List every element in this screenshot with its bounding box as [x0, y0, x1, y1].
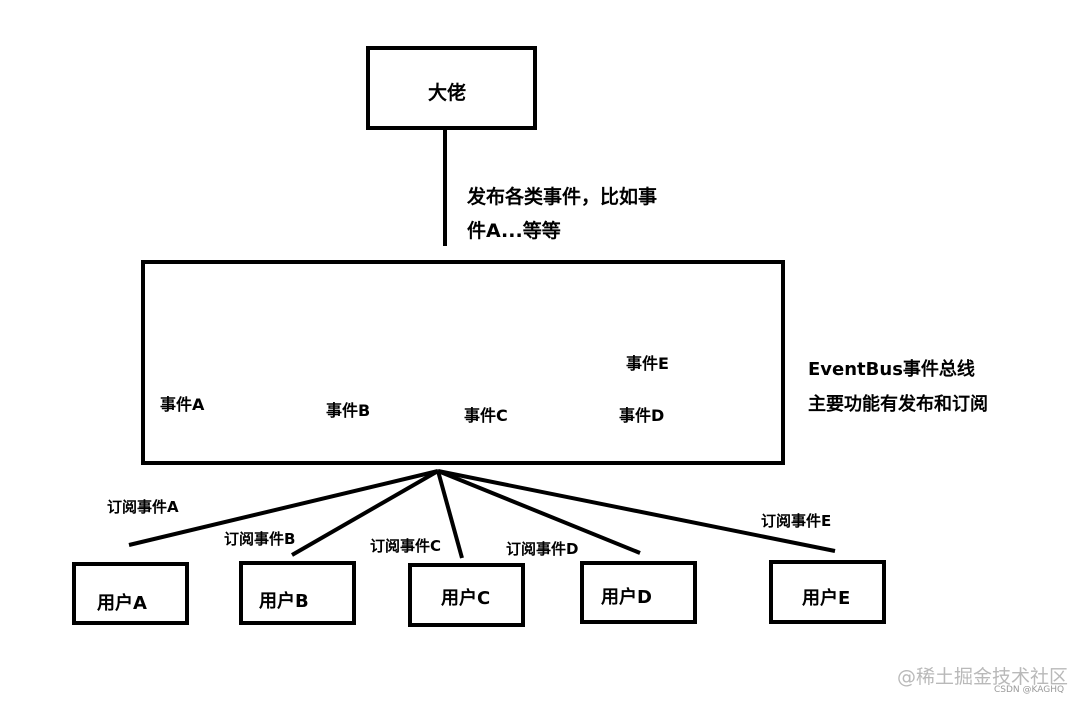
subscription-label-e: 订阅事件E — [761, 512, 832, 530]
user-label-b: 用户B — [259, 591, 309, 612]
subscribe-line-c — [436, 470, 464, 559]
subscription-label-d: 订阅事件D — [506, 540, 579, 558]
bus-note-line2: 主要功能有发布和订阅 — [808, 394, 988, 415]
user-label-c: 用户C — [441, 588, 491, 609]
bus-event-d: 事件D — [619, 406, 665, 425]
event-bus-box — [141, 260, 785, 465]
bus-event-a: 事件A — [160, 395, 205, 414]
user-box-b — [239, 561, 356, 625]
bus-event-e: 事件E — [626, 354, 669, 373]
subscription-label-b: 订阅事件B — [224, 530, 296, 548]
subscribe-line-e — [437, 469, 836, 553]
subscription-label-c: 订阅事件C — [370, 537, 442, 555]
publisher-label: 大佬 — [428, 82, 467, 104]
user-label-e: 用户E — [802, 588, 851, 609]
publish-note-line1: 发布各类事件，比如事 — [467, 186, 658, 208]
bus-event-c: 事件C — [464, 406, 508, 425]
user-label-a: 用户A — [97, 593, 147, 614]
publisher-box — [366, 46, 537, 130]
user-box-a — [72, 562, 189, 625]
user-box-e — [769, 560, 886, 624]
subscribe-line-b — [291, 469, 439, 557]
user-label-d: 用户D — [601, 587, 652, 608]
subscription-label-a: 订阅事件A — [107, 498, 179, 516]
user-box-d — [580, 561, 697, 624]
publish-note-line2: 件A...等等 — [467, 220, 561, 242]
bus-event-b: 事件B — [326, 401, 371, 420]
bus-note-line1: EventBus事件总线 — [808, 359, 975, 380]
watermark-sub: CSDN @KAGHQ — [994, 685, 1065, 695]
user-box-c — [408, 563, 525, 627]
subscribe-line-d — [437, 469, 641, 555]
watermark-main: @稀土掘金技术社区 — [897, 666, 1069, 688]
subscribe-line-a — [128, 469, 439, 547]
